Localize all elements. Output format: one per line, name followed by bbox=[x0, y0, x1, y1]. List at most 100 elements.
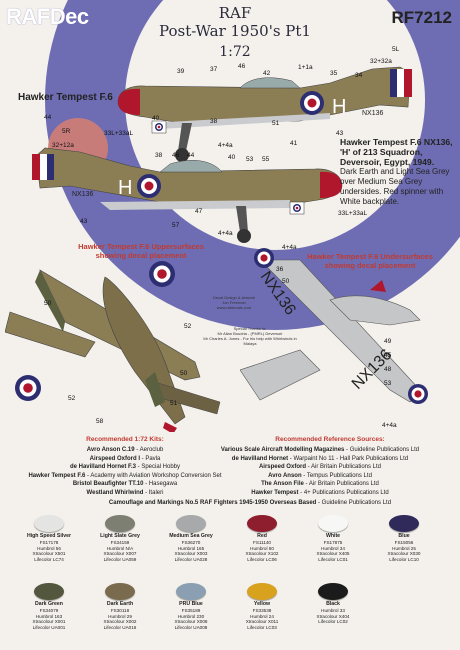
callout: 32+32a bbox=[370, 58, 392, 65]
colour-chip bbox=[318, 583, 348, 600]
colour-reference: Xtracolour X002 bbox=[103, 619, 137, 625]
callout: 4+4a bbox=[382, 422, 397, 429]
callout: 5R bbox=[62, 128, 71, 135]
list-item: The Anson File - Air Britain Publication… bbox=[261, 481, 379, 488]
callout: 47 bbox=[195, 208, 203, 215]
colour-chip bbox=[318, 515, 348, 532]
colour-reference: FS35189 bbox=[181, 607, 201, 613]
callout: 51 bbox=[272, 120, 280, 127]
colour-reference: Humbrol 165 bbox=[177, 545, 205, 551]
colour-reference: Humbrol 163 bbox=[35, 613, 63, 619]
refs-list: Various Scale Aircraft Modelling Magazin… bbox=[190, 446, 450, 498]
plan-lower: NX136 NX136 bbox=[240, 248, 428, 404]
svg-text:H: H bbox=[118, 177, 132, 199]
callout: 4+4a bbox=[282, 244, 297, 251]
lower-view-title: Hawker Tempest F.6 Undersurfaces showing… bbox=[307, 252, 433, 270]
colour-reference: Lifecolor UA001 bbox=[32, 625, 66, 631]
callout: 5L bbox=[392, 46, 400, 53]
callout: 32+12a bbox=[52, 142, 74, 149]
colour-reference: Lifecolor LC06 bbox=[247, 557, 277, 563]
colour-reference: Xtracolour X030 bbox=[387, 551, 421, 557]
colour-reference: Humbrol 56 bbox=[37, 545, 61, 551]
colour-reference: Xtracolour X011 bbox=[245, 619, 279, 625]
callout: 44 bbox=[187, 152, 195, 159]
credits: Decal Design & Artwork Jon Freeman www.r… bbox=[212, 295, 255, 310]
callout: 52 bbox=[184, 323, 192, 330]
colour-name: Blue bbox=[398, 533, 410, 539]
serial-port: NX136 bbox=[72, 191, 94, 198]
upper-view-title: Hawker Tempest F.6 Uppersurfaces showing… bbox=[78, 242, 204, 260]
callout: 50 bbox=[44, 300, 52, 307]
sheet-title-line2: Post-War 1950's Pt1 bbox=[159, 22, 311, 40]
colour-name: PRU Blue bbox=[179, 601, 203, 607]
plan-upper bbox=[5, 261, 221, 432]
colour-chip bbox=[247, 583, 277, 600]
callout: 53 bbox=[246, 156, 254, 163]
colour-reference: Xtracolour X404 bbox=[316, 613, 350, 619]
callout: 58 bbox=[96, 418, 104, 425]
colour-reference: Lifecolor LC03 bbox=[247, 625, 277, 631]
callout: 4+4a bbox=[218, 230, 233, 237]
colour-reference: Xtracolour X007 bbox=[103, 551, 137, 557]
svg-text:H: H bbox=[332, 96, 346, 118]
colour-reference: Humbrol 25 bbox=[392, 545, 416, 551]
colour-chip bbox=[105, 583, 135, 600]
colour-name: Black bbox=[326, 601, 340, 607]
callout: 1+1a bbox=[298, 64, 313, 71]
callout: 57 bbox=[172, 222, 180, 229]
colour-reference: Xtracolour X405 bbox=[316, 551, 350, 557]
callout: 53 bbox=[384, 380, 392, 387]
colour-reference: Lifecolor UA016 bbox=[103, 625, 137, 631]
callout: 50 bbox=[180, 370, 188, 377]
callout: 40 bbox=[228, 154, 236, 161]
sheet-title-line1: RAF bbox=[218, 4, 252, 22]
aircraft-title: Hawker Tempest F.6 bbox=[18, 92, 113, 103]
colour-chip bbox=[176, 515, 206, 532]
colour-reference: FS17875 bbox=[323, 539, 343, 545]
colour-reference: FS36270 bbox=[181, 539, 201, 545]
sheet-scale: 1:72 bbox=[219, 44, 251, 60]
colour-name: White bbox=[325, 533, 341, 539]
callout: 4+4a bbox=[218, 142, 233, 149]
colour-name: Red bbox=[257, 533, 267, 539]
colour-reference: FS15056 bbox=[394, 539, 414, 545]
colour-name: Medium Sea Grey bbox=[169, 533, 213, 539]
colour-reference: Lifecolor LC10 bbox=[389, 557, 419, 563]
list-item: Camouflage and Markings No.5 RAF Fighter… bbox=[108, 500, 392, 506]
colour-reference: Xtracolour X003 bbox=[174, 551, 208, 557]
refs-list-wide: Camouflage and Markings No.5 RAF Fighter… bbox=[40, 499, 460, 508]
colour-reference: Lifecolor LC01 bbox=[318, 557, 348, 563]
colour-reference: FS30118 bbox=[110, 607, 130, 613]
page-lower-bg bbox=[0, 415, 460, 650]
colour-reference: Humbrol 24 bbox=[250, 613, 274, 619]
list-item: Hawker Tempest F.6 - Academy with Aviati… bbox=[28, 472, 222, 479]
colour-reference: Lifecolor LC74 bbox=[34, 557, 64, 563]
aircraft-desc-body: Dark Earth and Light Sea Grey over Mediu… bbox=[340, 167, 450, 206]
callout: 40 bbox=[152, 115, 160, 122]
colour-chip bbox=[389, 515, 419, 532]
list-item: de Havilland Hornet - Warpaint No 11 - H… bbox=[231, 455, 409, 462]
sheet-code: RF7212 bbox=[391, 8, 452, 27]
callout: 49 bbox=[384, 338, 392, 345]
callout: 44 bbox=[44, 114, 52, 121]
list-item: Avro Anson C.19 - Aeroclub bbox=[86, 447, 164, 453]
callout: 33L+33aL bbox=[338, 210, 368, 217]
list-item: Avro Anson - Tempus Publications Ltd bbox=[268, 472, 372, 479]
callout: 42 bbox=[263, 70, 271, 77]
colour-name: High Speed Silver bbox=[26, 533, 72, 539]
kits-title: Recommended 1:72 Kits: bbox=[86, 436, 164, 443]
callout: 38 bbox=[155, 152, 163, 159]
colour-reference: Lifecolor UA008 bbox=[174, 625, 208, 631]
colour-reference: FS33538 bbox=[252, 607, 272, 613]
callout: 37 bbox=[210, 66, 218, 73]
colour-reference: Humbrol 230 bbox=[177, 613, 205, 619]
aircraft-description: Hawker Tempest F.6 NX136, 'H' of 213 Squ… bbox=[340, 137, 458, 207]
callout: 46 bbox=[238, 63, 246, 70]
